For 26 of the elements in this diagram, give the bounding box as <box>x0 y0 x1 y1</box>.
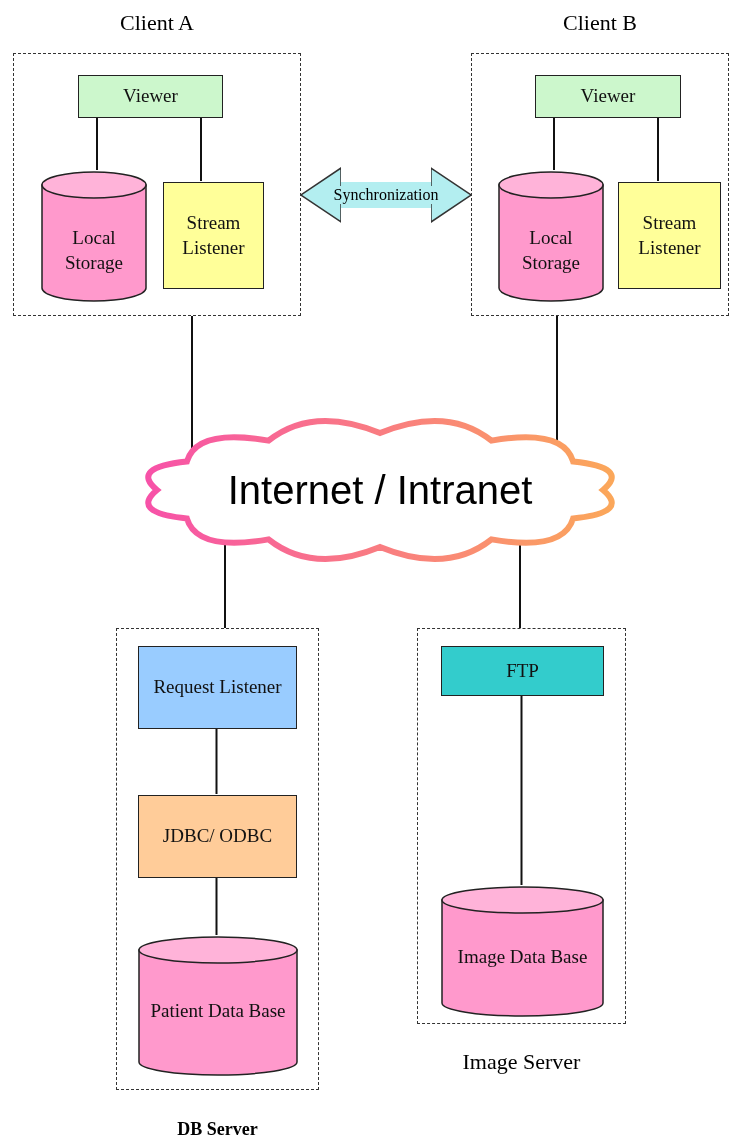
process-box: Viewer <box>78 75 223 118</box>
node-label: Internet / Intranet <box>226 467 534 513</box>
group-title: Client A <box>119 10 195 36</box>
node-label: Local Storage <box>63 226 124 275</box>
group-title: Image Server <box>461 1049 582 1075</box>
process-box: Viewer <box>535 75 681 118</box>
connector-line <box>520 694 523 886</box>
node-label: Local Storage <box>520 226 581 275</box>
connector-line <box>215 727 218 795</box>
connector-line <box>200 116 202 182</box>
double-arrow <box>300 167 472 223</box>
process-box: Request Listener <box>138 646 297 729</box>
edge-label: Synchronization <box>333 186 439 204</box>
connector-line <box>96 116 98 171</box>
group-title: DB Server <box>176 1119 259 1140</box>
connector-line <box>553 116 555 171</box>
node-label: Image Data Base <box>456 944 589 969</box>
connector-line <box>191 315 193 450</box>
connector-line <box>215 876 218 936</box>
process-box: JDBC/ ODBC <box>138 795 297 878</box>
process-box: FTP <box>441 646 604 696</box>
process-box: Stream Listener <box>163 182 264 289</box>
node-label: Patient Data Base <box>149 999 287 1023</box>
connector-line <box>657 116 659 182</box>
group-title: Client B <box>562 10 638 36</box>
process-box: Stream Listener <box>618 182 721 289</box>
